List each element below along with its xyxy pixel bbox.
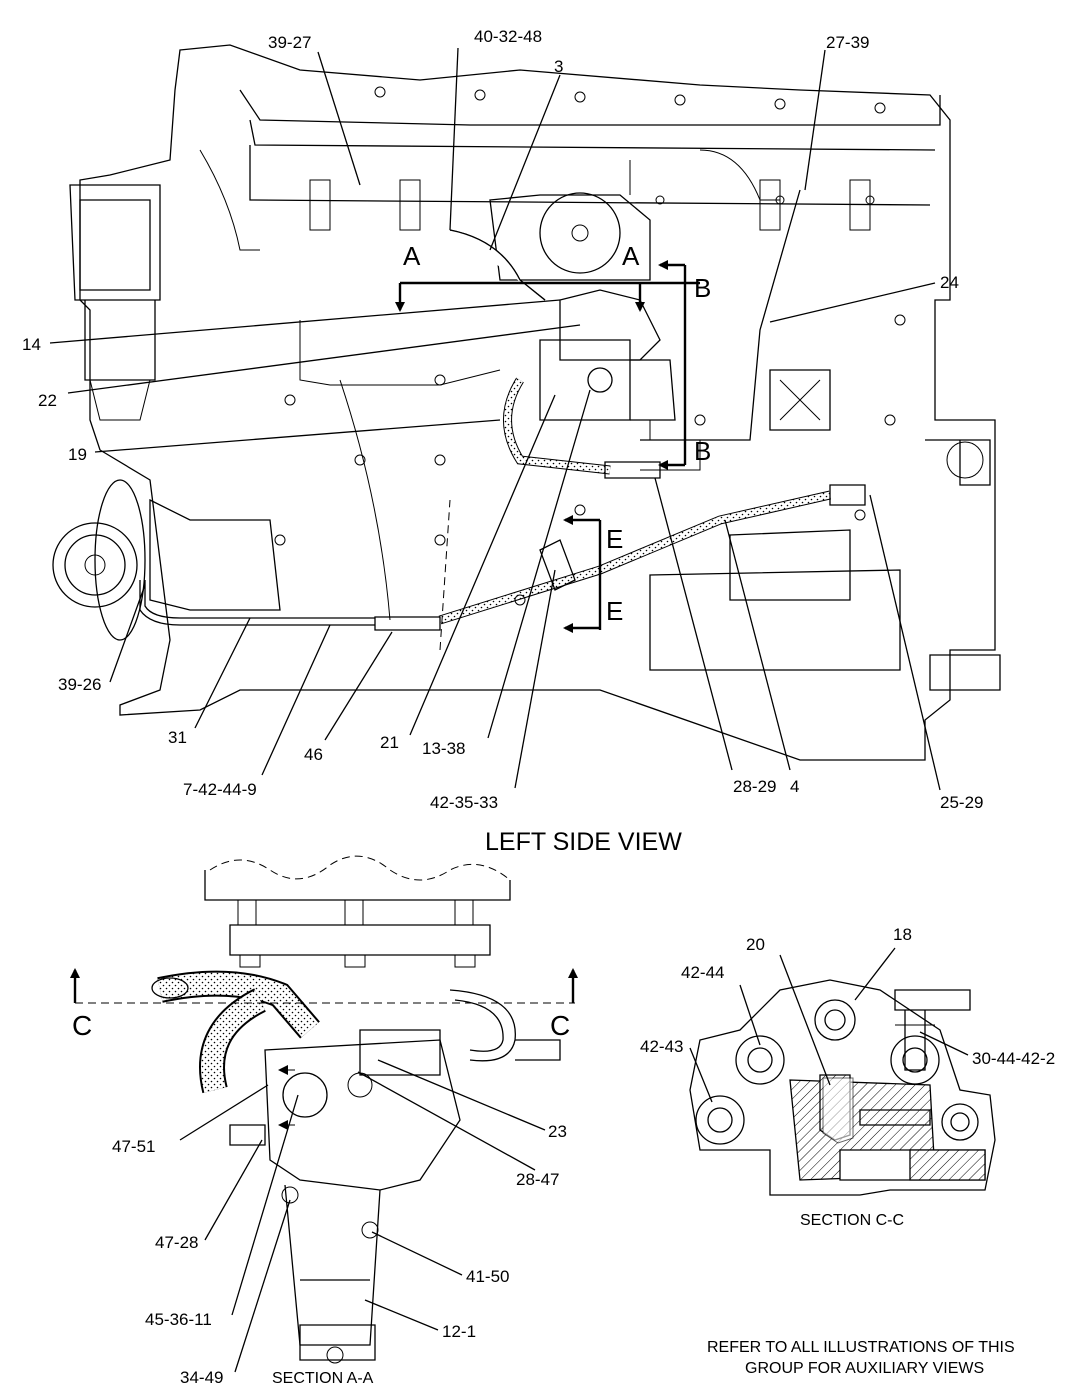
section-cc-drawing bbox=[689, 979, 996, 1196]
callout-47-28: 47-28 bbox=[155, 1233, 198, 1252]
callout-19: 19 bbox=[68, 445, 87, 464]
section-mark-b-top: B bbox=[694, 273, 711, 303]
section-cut-c-left: C bbox=[72, 1010, 92, 1041]
section-mark-e-bottom: E bbox=[606, 596, 623, 626]
callout-12-1: 12-1 bbox=[442, 1322, 476, 1341]
left-side-view-title: LEFT SIDE VIEW bbox=[485, 828, 682, 856]
callout-42-43: 42-43 bbox=[640, 1037, 683, 1056]
callout-18: 18 bbox=[893, 925, 912, 944]
callout-45-36-11: 45-36-11 bbox=[145, 1310, 212, 1329]
left-view-leaders bbox=[49, 47, 941, 791]
callout-3: 3 bbox=[554, 57, 563, 76]
section-cc-leaders bbox=[689, 947, 969, 1103]
callout-34-49: 34-49 bbox=[180, 1368, 223, 1387]
callout-20: 20 bbox=[746, 935, 765, 954]
callout-47-51: 47-51 bbox=[112, 1137, 155, 1156]
callout-22: 22 bbox=[38, 391, 57, 410]
note-line-2: GROUP FOR AUXILIARY VIEWS bbox=[745, 1360, 984, 1377]
section-aa-leaders bbox=[179, 1059, 546, 1373]
note-line-1: REFER TO ALL ILLUSTRATIONS OF THIS bbox=[707, 1339, 1015, 1356]
section-mark-b-bottom: B bbox=[694, 436, 711, 466]
callout-4: 4 bbox=[790, 777, 799, 796]
section-mark-e-top: E bbox=[606, 524, 623, 554]
callout-24: 24 bbox=[940, 273, 959, 292]
callout-46: 46 bbox=[304, 745, 323, 764]
section-aa-title: SECTION A-A bbox=[272, 1370, 374, 1387]
callout-30-44-42-2: 30-44-42-2 bbox=[972, 1049, 1055, 1068]
callout-28-29: 28-29 bbox=[733, 777, 776, 796]
callout-13-38: 13-38 bbox=[422, 739, 465, 758]
callout-42-44: 42-44 bbox=[681, 963, 724, 982]
callout-42-35-33: 42-35-33 bbox=[430, 793, 498, 812]
callout-28-47: 28-47 bbox=[516, 1170, 559, 1189]
section-aa-drawing bbox=[70, 855, 578, 1364]
callout-39-27: 39-27 bbox=[268, 33, 311, 52]
callout-21: 21 bbox=[380, 733, 399, 752]
callout-39-26: 39-26 bbox=[58, 675, 101, 694]
section-cc-title: SECTION C-C bbox=[800, 1212, 904, 1229]
callout-25-29: 25-29 bbox=[940, 793, 983, 812]
callout-23: 23 bbox=[548, 1122, 567, 1141]
callout-31: 31 bbox=[168, 728, 187, 747]
left-side-view-drawing bbox=[52, 44, 1001, 761]
section-mark-a-left: A bbox=[403, 241, 421, 271]
callout-14: 14 bbox=[22, 335, 41, 354]
callout-27-39: 27-39 bbox=[826, 33, 869, 52]
section-mark-a-right: A bbox=[622, 241, 640, 271]
callout-41-50: 41-50 bbox=[466, 1267, 509, 1286]
callout-40-32-48: 40-32-48 bbox=[474, 27, 542, 46]
section-cut-c-right: C bbox=[550, 1010, 570, 1041]
callout-7-42-44-9: 7-42-44-9 bbox=[183, 780, 257, 799]
